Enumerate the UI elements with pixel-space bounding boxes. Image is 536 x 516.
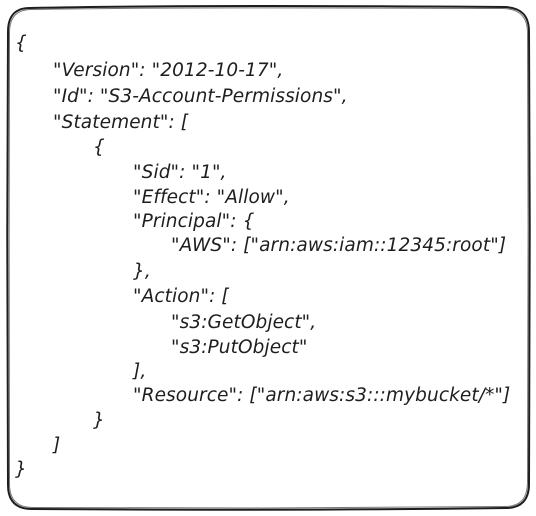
policy-line-version: "Version": "2012-10-17",: [53, 60, 284, 81]
policy-line-action-close: ],: [133, 361, 147, 382]
policy-line-sid: "Sid": "1",: [133, 162, 227, 183]
policy-line-effect: "Effect": "Allow",: [133, 187, 290, 208]
policy-line-array-close: ]: [53, 435, 61, 456]
policy-line-statement: "Statement": [: [53, 112, 189, 133]
policy-line-statement-close: }: [93, 410, 105, 431]
policy-line-get-object: "s3:GetObject",: [171, 312, 317, 333]
policy-line-resource: "Resource": ["arn:aws:s3:::mybucket/*"]: [133, 385, 511, 406]
policy-line-close-brace: }: [15, 459, 27, 480]
policy-line-principal-close: },: [133, 261, 151, 282]
policy-line-action: "Action": [: [133, 286, 229, 307]
policy-line-statement-open: {: [93, 137, 105, 158]
policy-line-aws: "AWS": ["arn:aws:iam::12345:root"]: [171, 235, 507, 256]
policy-line-principal: "Principal": {: [133, 211, 255, 232]
policy-line-put-object: "s3:PutObject": [171, 337, 308, 358]
policy-line-id: "Id": "S3-Account-Permissions",: [53, 86, 348, 107]
policy-line-open-brace: {: [15, 33, 27, 54]
